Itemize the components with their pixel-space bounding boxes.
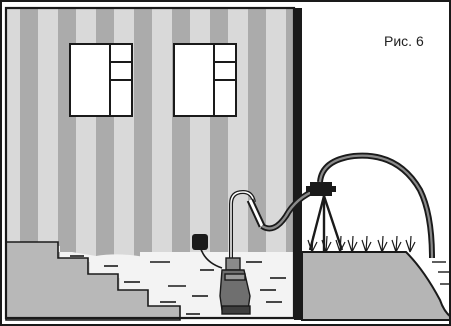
grass-tuft [378, 236, 387, 252]
window-icon-right [174, 44, 236, 116]
sprinkler-icon [306, 182, 336, 196]
figure-caption: Рис. 6 [384, 34, 424, 48]
grass-tuft [348, 236, 357, 252]
grass-tuft [392, 236, 401, 252]
outside-ground [302, 252, 451, 320]
outer-wall [294, 8, 302, 320]
grass-tuft [362, 236, 371, 252]
window-icon-left [70, 44, 132, 116]
grass-tuft [406, 236, 415, 252]
ditch-water [432, 262, 451, 284]
